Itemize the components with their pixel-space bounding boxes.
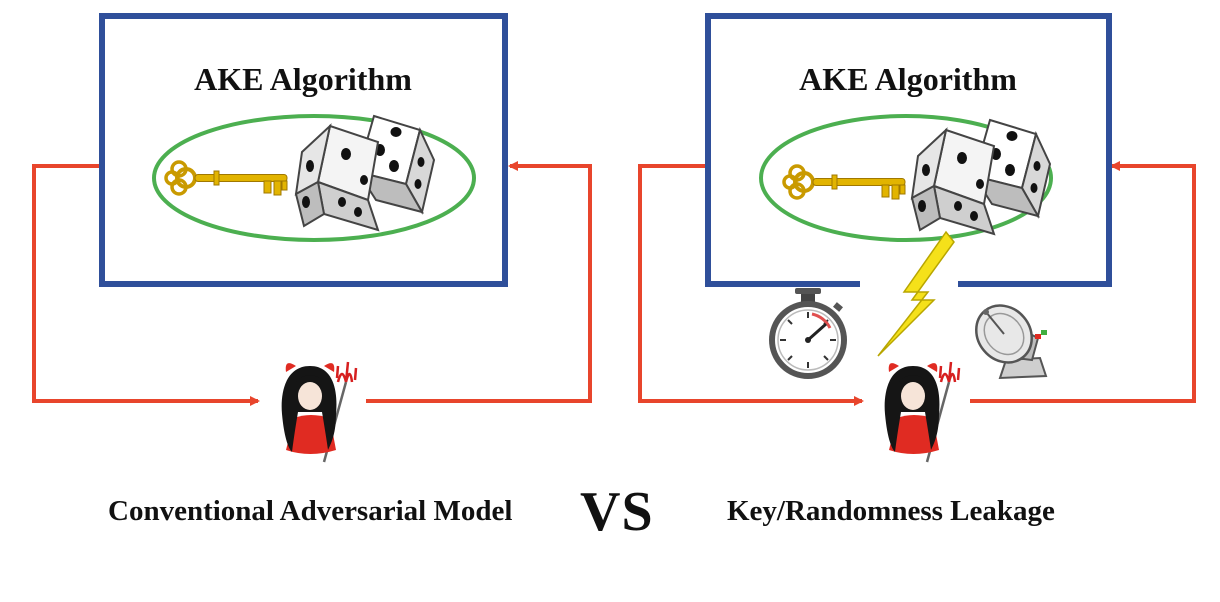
secret-ellipse (152, 114, 476, 242)
right-panel: AKE Algorithm (638, 13, 1196, 464)
devil-adversary-icon (883, 360, 961, 464)
box-title: AKE Algorithm (799, 61, 1017, 97)
devil-adversary-icon (280, 360, 358, 464)
vs-label: VS (580, 481, 654, 543)
stopwatch-icon (772, 288, 844, 376)
arrow-box-to-adversary-left (32, 164, 260, 406)
ake-algorithm-box (705, 13, 1112, 287)
lightning-icon (877, 230, 955, 357)
box-title: AKE Algorithm (194, 61, 412, 97)
arrow-adversary-to-box-left (366, 161, 592, 403)
left-panel: AKE Algorithm (32, 13, 592, 464)
arrow-box-to-adversary-right (638, 164, 864, 406)
arrow-adversary-to-box-right (970, 161, 1196, 403)
caption-leakage-model: Key/Randomness Leakage (727, 495, 1055, 527)
satellite-dish-icon (963, 293, 1049, 380)
caption-conventional-model: Conventional Adversarial Model (108, 495, 513, 527)
secret-ellipse (759, 114, 1053, 242)
